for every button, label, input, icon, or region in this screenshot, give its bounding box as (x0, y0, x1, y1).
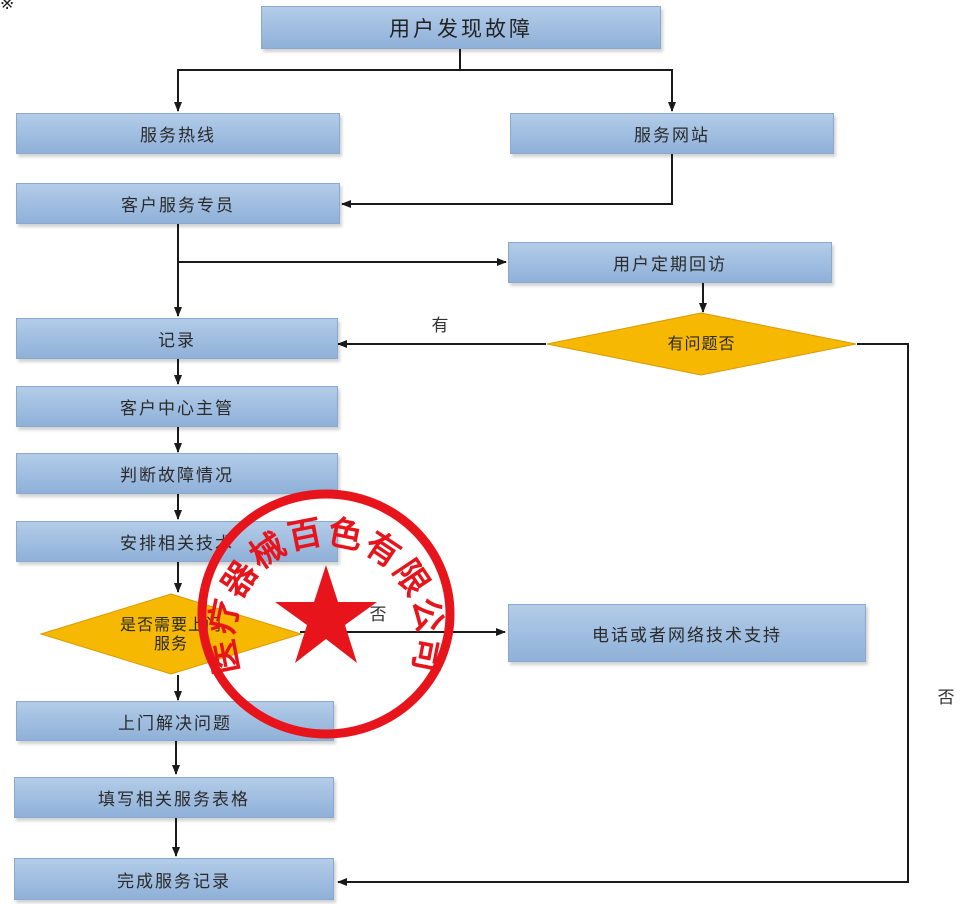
node-user-finds-fault: 用户发现故障 (261, 6, 661, 49)
node-periodic-revisit: 用户定期回访 (508, 242, 832, 283)
node-customer-service-rep: 客户服务专员 (16, 183, 340, 224)
edge-website-rep (341, 153, 673, 208)
node-remote-support: 电话或者网络技术支持 (508, 604, 866, 662)
edge-label-yes: 有 (431, 316, 449, 336)
edge-label-no-onsite: 否 (369, 605, 387, 625)
edge-fault-split (174, 49, 461, 112)
cropped-heading: ※ (0, 0, 15, 14)
decision-need-onsite: 是否需要上门 服务 (40, 593, 302, 675)
node-service-website: 服务网站 (510, 113, 834, 154)
edge-decision-no (337, 343, 909, 886)
decision-any-problem: 有问题否 (546, 312, 857, 376)
edge-label-no-problem: 否 (937, 688, 955, 708)
node-complete-record: 完成服务记录 (14, 858, 334, 900)
decision-need-onsite-line2: 服务 (153, 634, 188, 653)
seal-star-icon (275, 565, 377, 663)
node-center-supervisor: 客户中心主管 (16, 386, 338, 427)
decision-any-problem-label: 有问题否 (667, 334, 736, 354)
decision-shape (546, 312, 857, 376)
node-arrange-tech: 安排相关技术 (16, 521, 338, 562)
node-onsite-solve: 上门解决问题 (16, 701, 334, 741)
decision-shape (40, 593, 302, 675)
decision-need-onsite-line1: 是否需要上门 (119, 614, 222, 634)
node-service-hotline: 服务热线 (16, 113, 340, 154)
node-judge-fault: 判断故障情况 (16, 453, 338, 494)
node-fill-form: 填写相关服务表格 (14, 777, 334, 818)
node-record: 记录 (16, 318, 338, 359)
edge-split-website (460, 69, 676, 112)
company-seal: 医疗器械百色有限公司 (197, 489, 455, 739)
